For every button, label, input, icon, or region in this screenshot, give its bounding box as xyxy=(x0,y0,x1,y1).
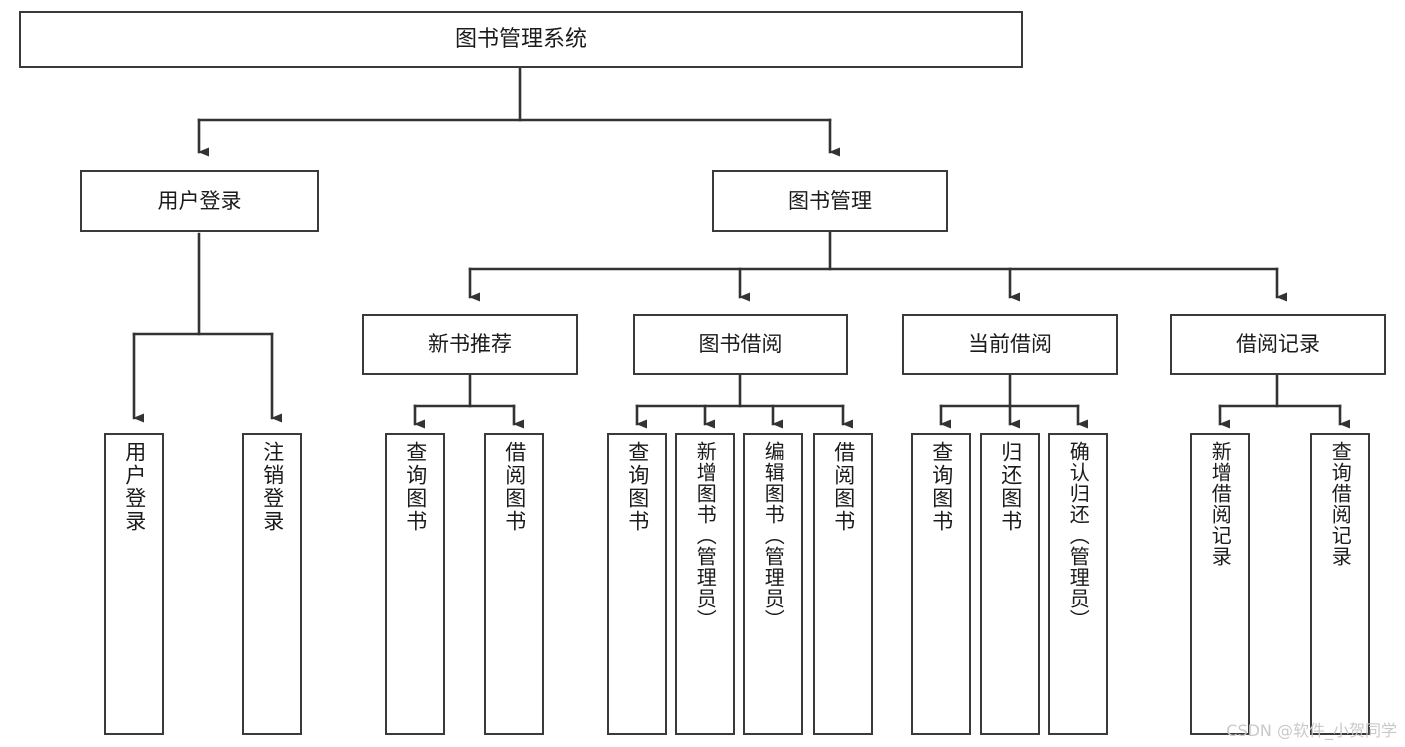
leaf-return-book[interactable]: 归还图书 xyxy=(980,433,1040,735)
node-label: 借阅图书 xyxy=(831,441,856,533)
leaf-query-record[interactable]: 查询借阅记录 xyxy=(1310,433,1370,735)
leaf-query-book-3[interactable]: 查询图书 xyxy=(911,433,971,735)
leaf-query-book-2[interactable]: 查询图书 xyxy=(607,433,667,735)
node-root-system[interactable]: 图书管理系统 xyxy=(19,11,1023,68)
leaf-query-book-1[interactable]: 查询图书 xyxy=(385,433,445,735)
node-label: 查询借阅记录 xyxy=(1328,441,1353,567)
leaf-borrow-book-2[interactable]: 借阅图书 xyxy=(813,433,873,735)
leaf-user-logout[interactable]: 注销登录 xyxy=(242,433,302,735)
node-label: 新增图书（管理员） xyxy=(693,441,718,630)
leaf-borrow-book-1[interactable]: 借阅图书 xyxy=(484,433,544,735)
node-label: 查询图书 xyxy=(929,441,954,533)
node-label: 图书借阅 xyxy=(698,332,783,356)
node-label: 归还图书 xyxy=(998,441,1023,533)
node-new-book-recommend[interactable]: 新书推荐 xyxy=(362,314,578,375)
node-label: 确认归还（管理员） xyxy=(1066,441,1091,630)
node-label: 借阅记录 xyxy=(1236,332,1320,356)
leaf-user-login[interactable]: 用户登录 xyxy=(104,433,164,735)
node-label: 用户登录 xyxy=(122,441,147,533)
leaf-add-book[interactable]: 新增图书（管理员） xyxy=(675,433,735,735)
node-user-login[interactable]: 用户登录 xyxy=(80,170,319,232)
node-label: 用户登录 xyxy=(157,188,242,213)
node-label: 新增借阅记录 xyxy=(1208,441,1233,567)
node-label: 查询图书 xyxy=(625,441,650,533)
node-label: 编辑图书（管理员） xyxy=(761,441,786,630)
node-label: 借阅图书 xyxy=(502,441,527,533)
node-label: 查询图书 xyxy=(403,441,428,533)
node-label: 图书管理 xyxy=(788,188,872,213)
node-current-borrow[interactable]: 当前借阅 xyxy=(902,314,1118,375)
leaf-edit-book[interactable]: 编辑图书（管理员） xyxy=(743,433,803,735)
node-label: 注销登录 xyxy=(260,441,285,533)
node-label: 当前借阅 xyxy=(968,332,1052,356)
leaf-add-record[interactable]: 新增借阅记录 xyxy=(1190,433,1250,735)
node-book-manage[interactable]: 图书管理 xyxy=(712,170,948,232)
node-book-borrow[interactable]: 图书借阅 xyxy=(633,314,848,375)
node-borrow-record[interactable]: 借阅记录 xyxy=(1170,314,1386,375)
leaf-confirm-return[interactable]: 确认归还（管理员） xyxy=(1048,433,1108,735)
node-label: 图书管理系统 xyxy=(454,26,587,52)
csdn-watermark: CSDN @软件_小贺同学 xyxy=(1226,721,1397,740)
node-label: 新书推荐 xyxy=(428,332,512,356)
